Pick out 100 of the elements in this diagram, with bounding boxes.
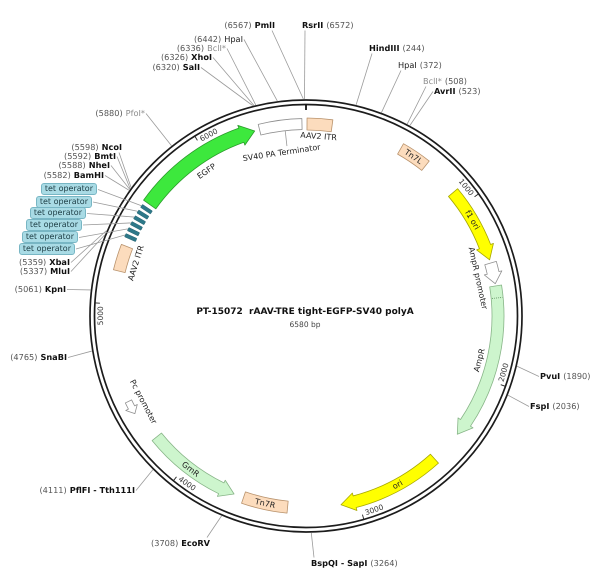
cut-position: (5598)	[71, 142, 99, 152]
leader-line	[146, 113, 172, 146]
gene-feature	[152, 432, 234, 497]
cut-position: (5582)	[44, 170, 71, 180]
leader-line	[406, 86, 426, 124]
leader-line	[136, 469, 154, 491]
leader-line	[200, 67, 254, 106]
operator-bar	[130, 221, 143, 231]
feature-label: Tn7R	[254, 497, 276, 510]
cut-position: (6320)	[152, 62, 180, 72]
cut-position: (3264)	[370, 558, 398, 568]
cut-position: (5592)	[64, 151, 92, 161]
enzyme-name: BclI*	[207, 43, 226, 53]
enzyme-name: HindIII	[369, 43, 400, 53]
operator-bar	[136, 210, 150, 220]
cut-position: (4111)	[39, 485, 67, 495]
enzyme-name: BmtI	[94, 151, 116, 161]
operator-tag: tet operator	[40, 183, 97, 195]
enzyme-name: NheI	[88, 160, 110, 170]
operator-bar	[127, 227, 140, 236]
leader-line	[70, 234, 106, 272]
operator-tag: tet operator	[26, 218, 82, 230]
leader-line	[226, 48, 256, 106]
leader-line	[212, 57, 254, 106]
leader-line	[66, 289, 91, 290]
leader-line	[409, 91, 434, 126]
enzyme-name: HpaI	[398, 60, 417, 70]
leader-line	[70, 230, 107, 263]
leader-line	[76, 234, 126, 250]
leader-line	[516, 366, 540, 377]
transposon-end-segment	[397, 143, 430, 171]
cut-position: (244)	[402, 43, 425, 53]
operator-bar	[124, 233, 138, 242]
cut-position: (5588)	[58, 160, 86, 170]
cut-position: (4765)	[10, 352, 38, 362]
itr-segment	[300, 118, 338, 142]
cut-position: (6572)	[326, 20, 354, 30]
operator-tag: tet operator	[30, 207, 86, 219]
cut-position: (2036)	[552, 401, 580, 411]
enzyme-name: FspI	[530, 401, 550, 411]
feature-label: AmpR	[472, 348, 487, 373]
enzyme-name: KpnI	[44, 284, 66, 294]
operator-tag: tet operator	[36, 196, 92, 208]
enzyme-name: PfoI*	[126, 108, 145, 118]
enzyme-name: PmlI	[254, 20, 275, 30]
enzyme-name: EcoRV	[181, 538, 210, 548]
feature-label: SV40 PA Terminator	[242, 142, 322, 164]
cut-position: (523)	[458, 86, 481, 96]
enzyme-name: PflFI - Tth111I	[70, 485, 135, 495]
enzyme-name: XbaI	[49, 257, 70, 267]
enzyme-name: SalI	[182, 62, 200, 72]
cut-position: (3708)	[151, 538, 178, 548]
cut-position: (6336)	[176, 43, 204, 53]
enzyme-name: PvuI	[540, 371, 560, 381]
leader-line	[82, 222, 132, 226]
cut-position: (5337)	[20, 266, 48, 276]
leader-line	[86, 213, 134, 218]
operator-bar	[133, 215, 146, 225]
leader-line	[110, 165, 130, 190]
leader-line	[356, 53, 372, 106]
leader-line	[92, 202, 138, 212]
cut-position: (372)	[420, 60, 442, 70]
leader-line	[118, 152, 132, 188]
enzyme-name: AvrII	[434, 86, 456, 96]
leader-line	[78, 228, 128, 238]
enzyme-name: MluI	[50, 266, 70, 276]
leader-line	[508, 394, 530, 407]
enzyme-name: SnaBI	[40, 352, 67, 362]
cut-position: (5359)	[19, 257, 46, 267]
cut-position: (6567)	[224, 20, 252, 30]
leader-line	[206, 516, 222, 538]
leader-line	[98, 189, 142, 206]
enzyme-name: XhoI	[191, 52, 212, 62]
leader-line	[304, 30, 306, 100]
enzyme-name: NcoI	[102, 142, 122, 152]
enzyme-name: HpaI	[224, 34, 243, 44]
terminator-segment	[242, 118, 322, 164]
enzyme-name: BspQI - SapI	[311, 558, 368, 568]
transposon-end-segment	[241, 491, 289, 514]
feature-label: f1 ori	[463, 208, 482, 232]
itr-segment	[113, 244, 146, 282]
leader-line	[244, 39, 278, 102]
feature-label: ori	[390, 478, 404, 492]
leader-line	[272, 30, 304, 100]
cut-position: (508)	[444, 76, 467, 86]
promoter-feature	[466, 246, 502, 310]
map-title: PT-15072 rAAV-TRE tight-EGFP-SV40 polyA	[196, 307, 414, 318]
leader-line	[68, 350, 92, 358]
cut-position: (1890)	[563, 371, 590, 381]
feature-label: AAV2 ITR	[126, 244, 146, 282]
operator-tag: tet operator	[18, 242, 75, 254]
leader-line	[310, 532, 314, 558]
enzyme-name: BamHI	[74, 170, 104, 180]
cut-position: (6442)	[194, 34, 222, 44]
cut-position: (5880)	[95, 108, 123, 118]
operator-bar	[140, 204, 153, 214]
feature-label: AAV2 ITR	[300, 130, 338, 142]
leader-line	[116, 156, 131, 190]
enzyme-name: BclI*	[423, 76, 442, 86]
enzyme-name: RsrII	[302, 20, 324, 30]
